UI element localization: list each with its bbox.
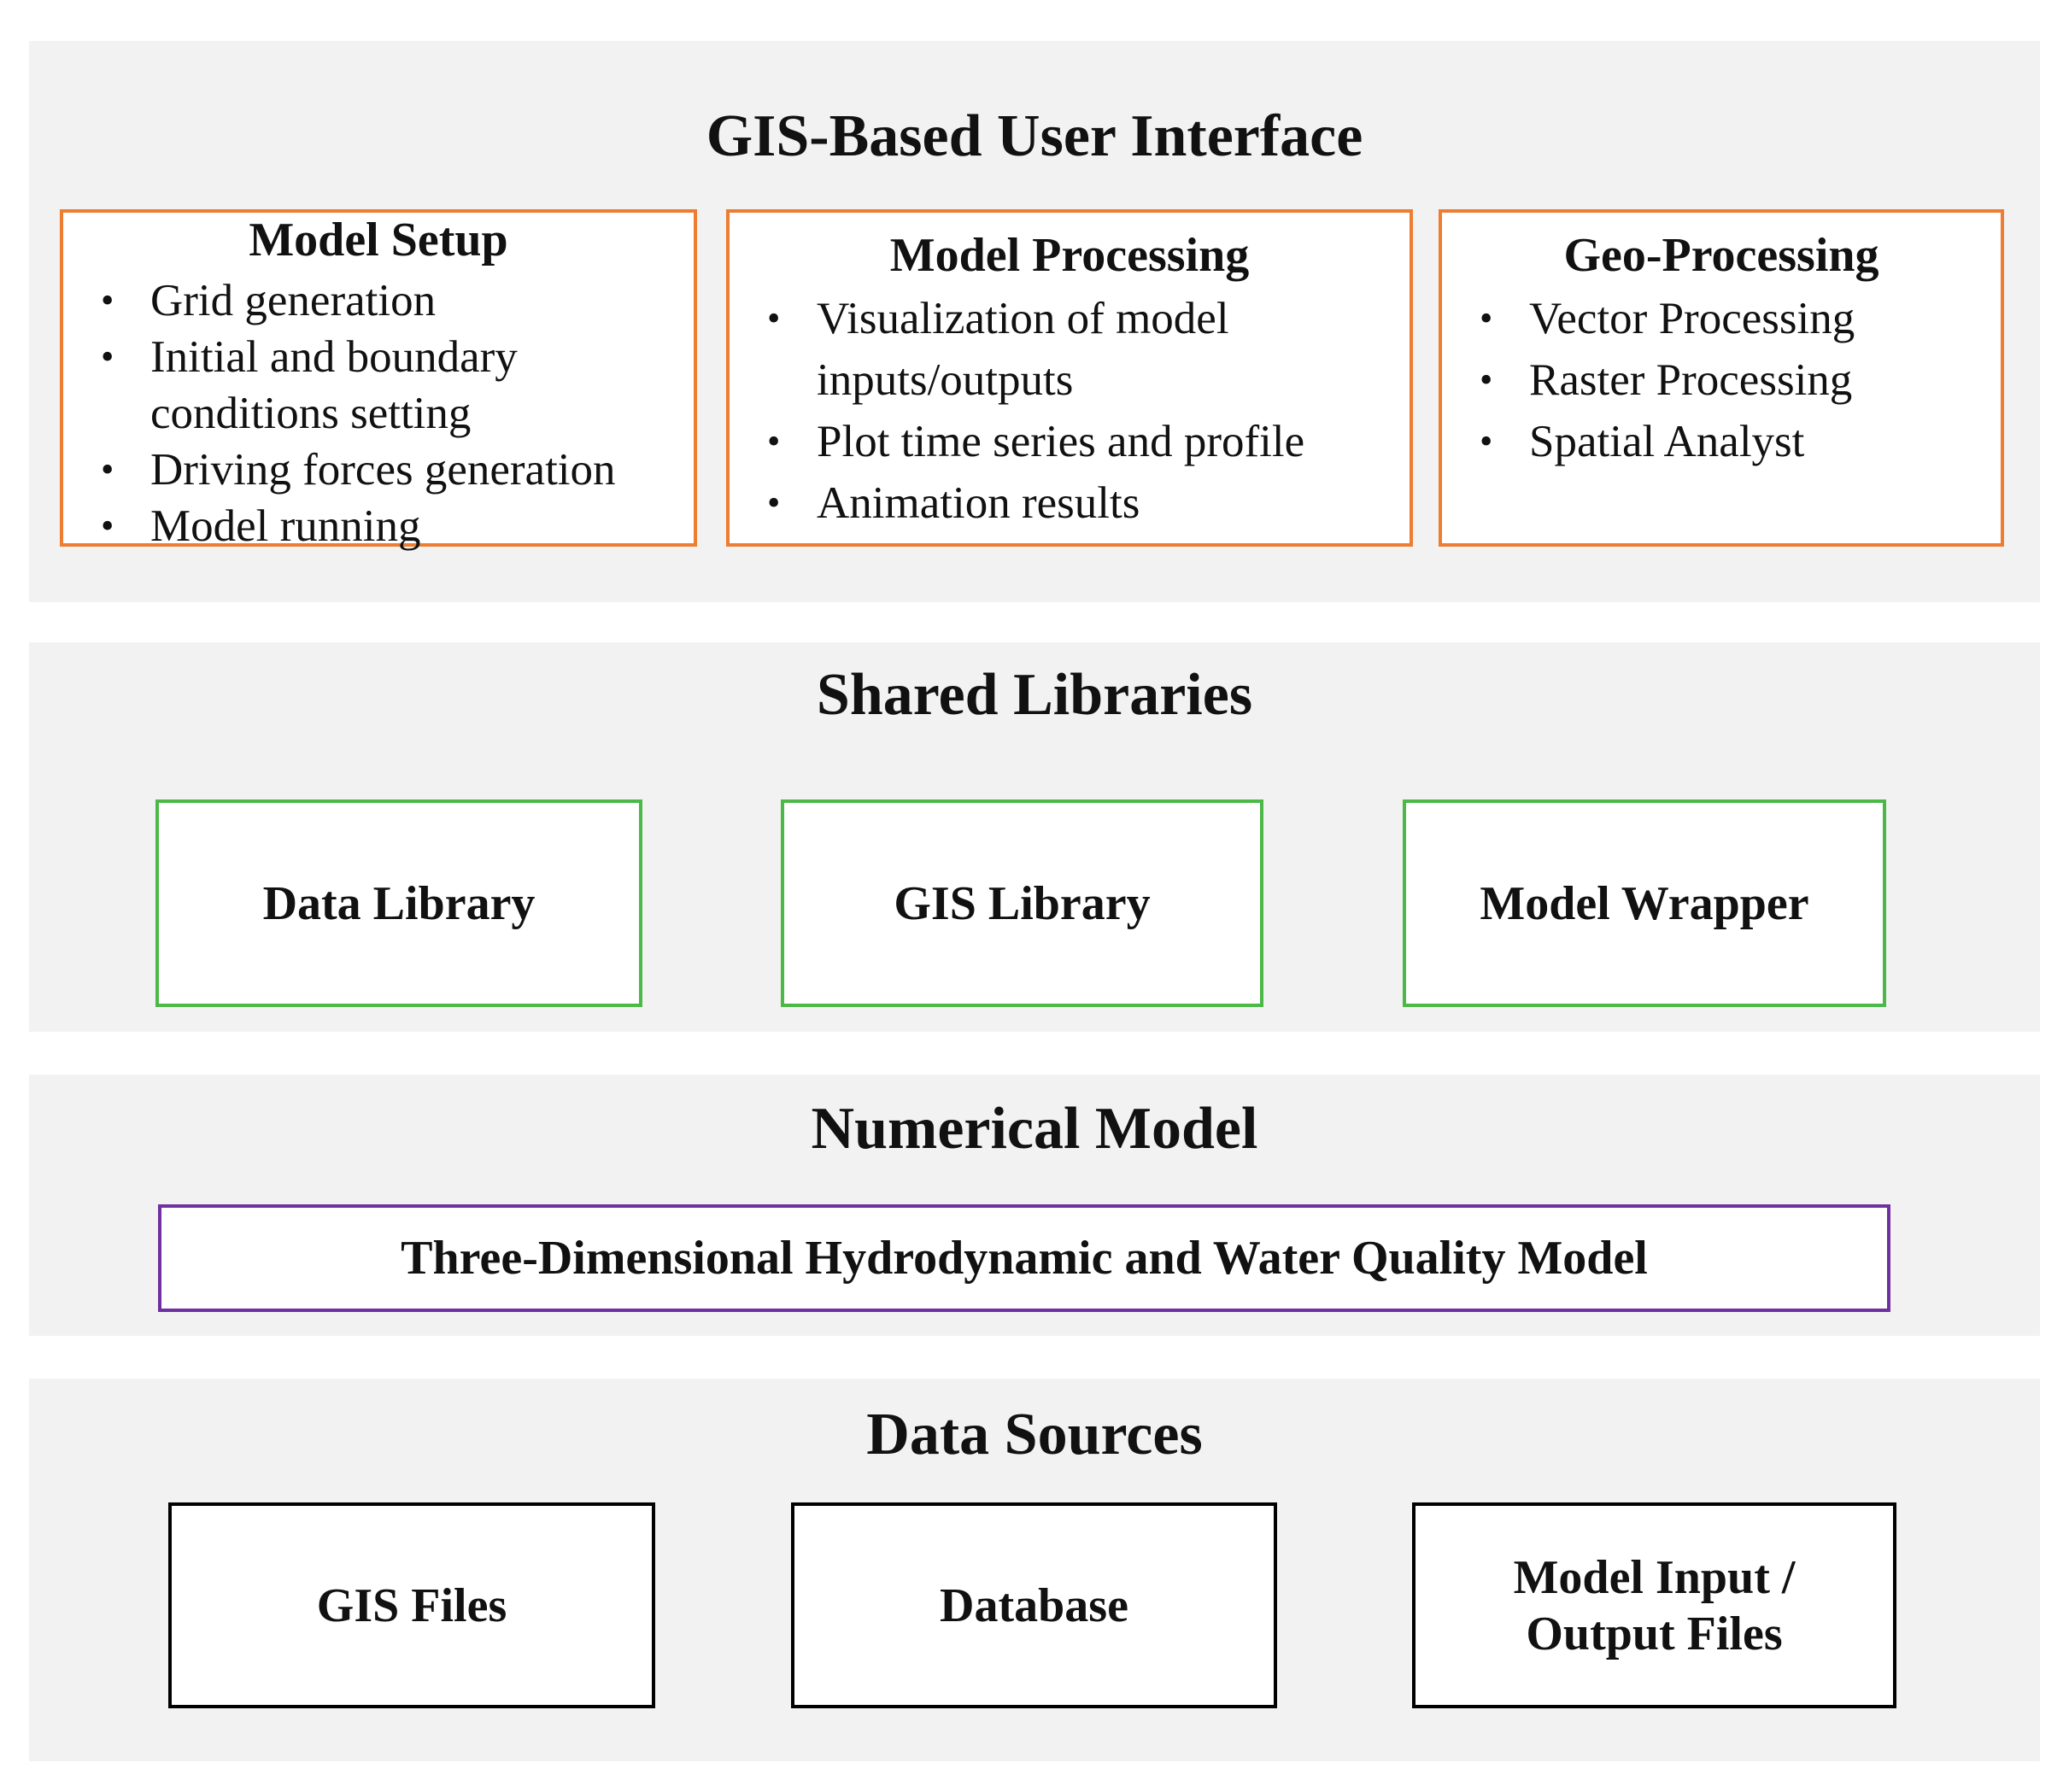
bullet-icon: • — [1480, 420, 1493, 462]
bullet-icon: • — [101, 279, 114, 321]
layer-data-sources: Data Sources GIS Files Database Model In… — [29, 1379, 2040, 1761]
bullet-icon: • — [767, 297, 781, 339]
model-io-files-label: Model Input / Output Files — [1513, 1550, 1796, 1660]
list-item: •Visualization of model inputs/outputs — [767, 288, 1304, 411]
geo-processing-box: Geo-Processing •Vector Processing •Raste… — [1439, 209, 2004, 547]
list-item: •Driving forces generation — [101, 442, 616, 498]
data-library-label: Data Library — [262, 876, 536, 930]
model-io-files-box: Model Input / Output Files — [1412, 1502, 1896, 1708]
model-processing-title: Model Processing — [889, 229, 1250, 282]
bullet-icon: • — [101, 336, 114, 378]
bullet-icon: • — [767, 420, 781, 462]
layer-title-shared-libraries: Shared Libraries — [816, 662, 1253, 728]
list-item: •Raster Processing — [1480, 349, 1855, 411]
gis-library-label: GIS Library — [894, 876, 1151, 930]
model-wrapper-box: Model Wrapper — [1403, 799, 1886, 1007]
layer-gis-user-interface: GIS-Based User Interface Model Setup •Gr… — [29, 41, 2040, 602]
bullet-icon: • — [101, 448, 114, 490]
model-setup-title: Model Setup — [249, 214, 508, 266]
layer-title-gis-user-interface: GIS-Based User Interface — [706, 103, 1363, 169]
list-item: •Animation results — [767, 472, 1304, 534]
geo-processing-title: Geo-Processing — [1563, 229, 1879, 282]
bullet-icon: • — [101, 505, 114, 547]
model-processing-box: Model Processing •Visualization of model… — [726, 209, 1413, 547]
model-setup-box: Model Setup •Grid generation •Initial an… — [60, 209, 697, 551]
hydrodynamic-model-label: Three-Dimensional Hydrodynamic and Water… — [401, 1232, 1648, 1285]
bullet-icon: • — [1480, 297, 1493, 339]
layer-title-numerical-model: Numerical Model — [811, 1096, 1258, 1162]
bullet-icon: • — [767, 482, 781, 524]
layer-shared-libraries: Shared Libraries Data Library GIS Librar… — [29, 642, 2040, 1032]
database-box: Database — [791, 1502, 1277, 1708]
hydrodynamic-model-box: Three-Dimensional Hydrodynamic and Water… — [158, 1204, 1890, 1312]
data-library-box: Data Library — [155, 799, 642, 1007]
gis-files-label: GIS Files — [316, 1578, 507, 1632]
layer-numerical-model: Numerical Model Three-Dimensional Hydrod… — [29, 1075, 2040, 1336]
bullet-icon: • — [1480, 359, 1493, 401]
model-wrapper-label: Model Wrapper — [1480, 876, 1809, 930]
layer-title-data-sources: Data Sources — [866, 1402, 1203, 1467]
list-item: •Vector Processing — [1480, 288, 1855, 349]
model-setup-list: •Grid generation •Initial and boundary c… — [101, 272, 616, 554]
gis-files-box: GIS Files — [168, 1502, 655, 1708]
list-item: •Grid generation — [101, 272, 616, 329]
list-item: •Model running — [101, 498, 616, 554]
list-item: •Initial and boundary conditions setting — [101, 329, 616, 442]
list-item: •Plot time series and profile — [767, 411, 1304, 472]
gis-library-box: GIS Library — [781, 799, 1263, 1007]
model-processing-list: •Visualization of model inputs/outputs •… — [767, 288, 1304, 534]
database-label: Database — [940, 1578, 1128, 1632]
list-item: •Spatial Analyst — [1480, 411, 1855, 472]
geo-processing-list: •Vector Processing •Raster Processing •S… — [1480, 288, 1855, 472]
